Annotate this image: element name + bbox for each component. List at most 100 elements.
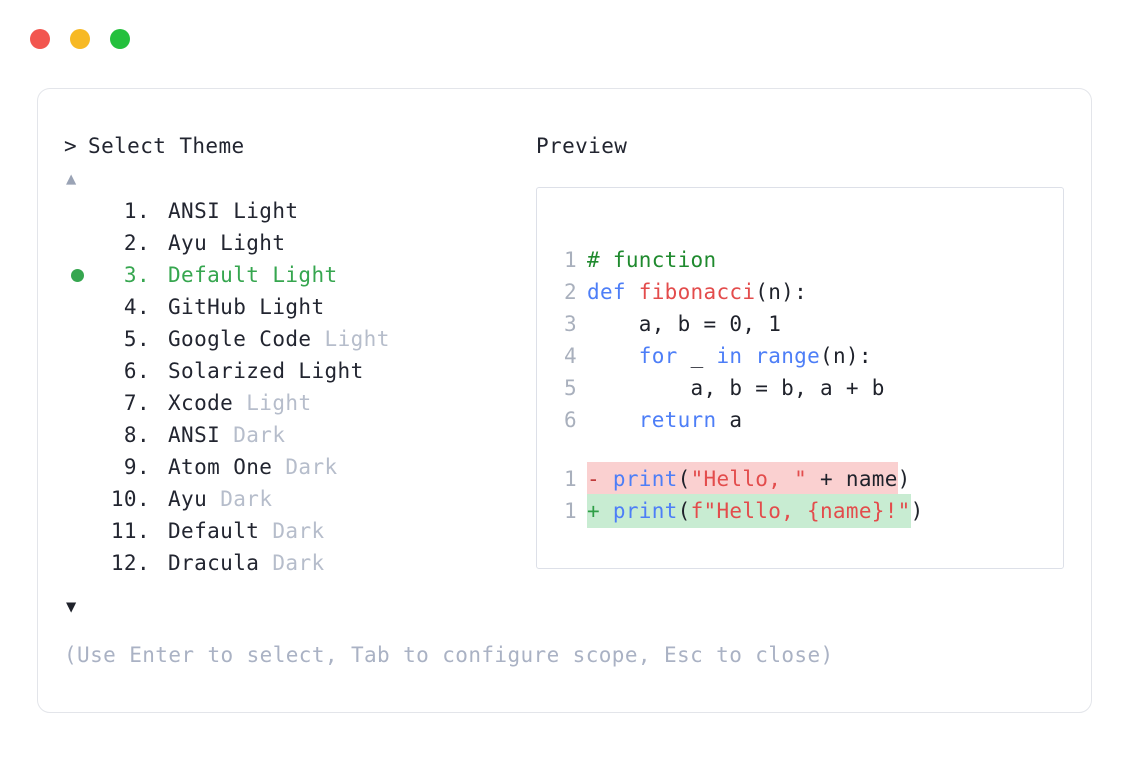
window-titlebar [30,29,130,49]
code-token: a [716,408,743,432]
code-token: "Hello, " [690,467,808,491]
selection-bullet-slot [64,195,102,227]
theme-list-item[interactable]: 5.Google Code Light [64,323,534,355]
code-text: a, b = 0, 1 [587,308,781,340]
selection-bullet-slot [64,515,102,547]
code-token: range [755,344,821,368]
selection-bullet-slot [64,547,102,579]
code-token: for [638,344,678,368]
theme-item-variant: Dark [285,455,338,479]
theme-list-item[interactable]: 7.Xcode Light [64,387,534,419]
keyboard-hint: (Use Enter to select, Tab to configure s… [64,643,834,667]
code-token: f"Hello, {name}!" [690,499,911,523]
theme-item-label: Dracula [168,551,273,575]
selection-bullet-slot [64,451,102,483]
selection-bullet-slot [64,355,102,387]
theme-item-number: 12. [110,551,150,575]
theme-item-label: Atom One [168,455,286,479]
theme-list-item[interactable]: 11.Default Dark [64,515,534,547]
theme-item-number: 2. [123,231,150,255]
select-theme-label: Select Theme [88,134,245,158]
code-token: a, b = 0, 1 [587,312,782,336]
code-token: def [587,280,639,304]
theme-item-label: ANSI [168,423,234,447]
code-line: 3 a, b = 0, 1 [559,308,1063,340]
code-token: ( [677,467,691,491]
code-spacer [559,436,1063,462]
code-line: 6 return a [559,404,1063,436]
theme-item-label: Default [168,519,273,543]
line-number: 2 [564,280,577,304]
code-token: (n): [755,280,808,304]
theme-item-variant: Dark [233,423,286,447]
code-token: print [612,499,678,523]
theme-list-item[interactable]: 9. Atom One Dark [64,451,534,483]
theme-item-number: 6. [123,359,150,383]
selection-bullet-slot [64,419,102,451]
close-window-button[interactable] [30,29,50,49]
theme-item-variant: Light [324,327,390,351]
theme-item-variant: Dark [220,487,273,511]
line-number: 1 [564,467,577,491]
minimize-window-button[interactable] [70,29,90,49]
code-text: - print("Hello, " + name [587,462,898,496]
theme-item-label: ANSI Light [168,199,299,223]
theme-picker-card: > Select Theme ▲ 1. ANSI Light 2. Ayu Light… [37,88,1092,713]
code-text: return a [587,404,742,436]
theme-list-item[interactable]: 2. Ayu Light [64,227,534,259]
theme-item-number: 9. [123,455,150,479]
line-number: 4 [564,344,577,368]
theme-list-item[interactable]: 6. Solarized Light [64,355,534,387]
line-number: 1 [564,499,577,523]
selection-bullet-slot [64,483,102,515]
theme-item-label: GitHub Light [168,295,325,319]
theme-item-number: 1. [123,199,150,223]
diff-marker: - [587,467,613,491]
theme-selector-column: > Select Theme ▲ 1. ANSI Light 2. Ayu Light… [64,131,534,619]
selection-bullet-slot [64,291,102,323]
code-diff-line: 1+ print(f"Hello, {name}!") [559,494,1063,528]
code-line: 4 for _ in range(n): [559,340,1063,372]
code-token: # function [587,248,717,272]
theme-item-variant: Light [246,391,312,415]
code-text: # function [587,244,716,276]
code-token: + name [807,467,898,491]
code-token: in [716,344,756,368]
theme-list-item[interactable]: 8.ANSI Dark [64,419,534,451]
theme-item-label: Google Code [168,327,325,351]
theme-list-item[interactable]: 10.Ayu Dark [64,483,534,515]
scroll-down-icon[interactable]: ▼ [66,597,77,617]
code-token: ) [897,467,911,491]
theme-list-item[interactable]: 3.Default Light [64,259,534,291]
selection-bullet-slot [64,227,102,259]
theme-item-label: Xcode [168,391,247,415]
theme-item-label: Ayu Light [168,231,286,255]
code-token: return [638,408,717,432]
select-theme-prompt: > Select Theme [64,131,534,161]
code-text: a, b = b, a + b [587,372,885,404]
prompt-caret-icon: > [64,134,78,158]
code-token [587,408,639,432]
theme-item-label: Solarized Light [168,359,364,383]
theme-item-number: 4. [123,295,150,319]
code-line: 5 a, b = b, a + b [559,372,1063,404]
selected-bullet-icon [71,268,84,282]
code-token: a, b = b, a + b [587,376,885,400]
theme-item-label: Default Light [168,263,338,287]
theme-list-item[interactable]: 1. ANSI Light [64,195,534,227]
theme-list-item[interactable]: 12. Dracula Dark [64,547,534,579]
code-token: _ [677,344,717,368]
selection-bullet-slot [64,387,102,419]
theme-item-variant: Dark [272,551,325,575]
maximize-window-button[interactable] [110,29,130,49]
line-number: 3 [564,312,577,336]
code-token: ( [677,499,691,523]
scroll-up-icon[interactable]: ▲ [66,169,77,189]
diff-marker: + [587,499,613,523]
theme-list-item[interactable]: 4. GitHub Light [64,291,534,323]
